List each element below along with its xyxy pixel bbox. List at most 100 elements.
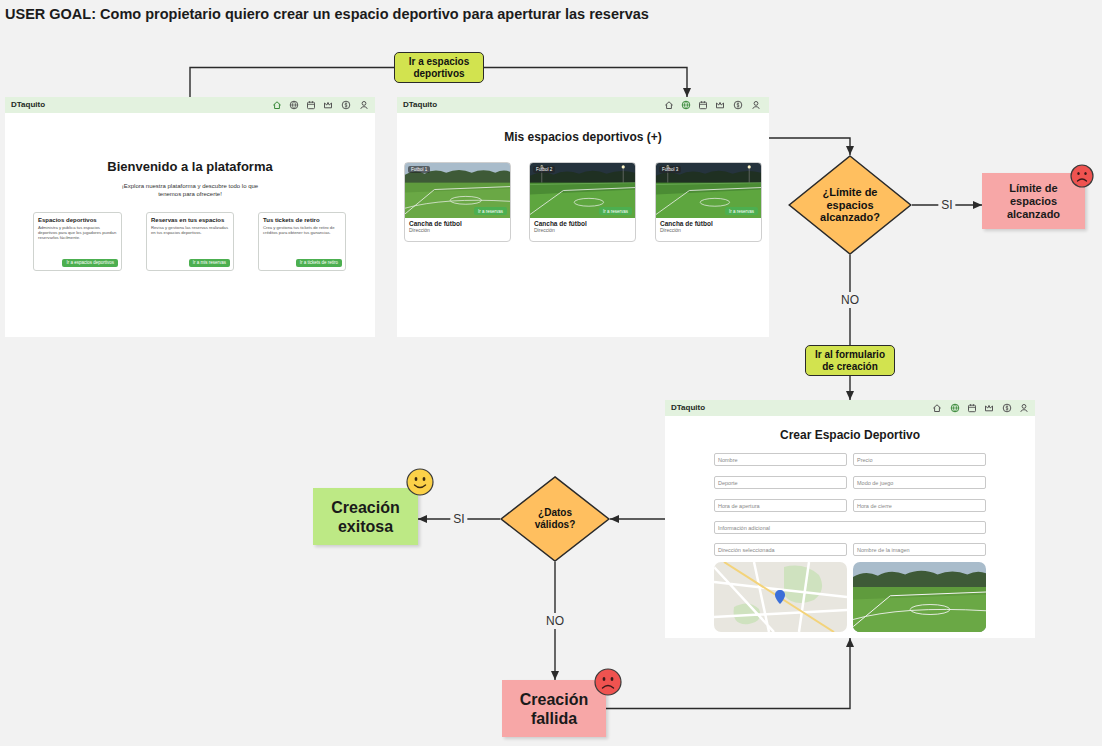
nav-icon (682, 101, 690, 109)
flow-arrow (610, 518, 665, 519)
nav-icon (951, 404, 959, 412)
flow-arrow (849, 376, 850, 400)
node-text: Crea y gestiona tus tickets de retiro de… (263, 225, 341, 235)
screen-body (5, 97, 375, 337)
happy-face (423, 477, 426, 481)
success-box: Creación exitosa (313, 488, 418, 545)
happy-face (415, 477, 418, 481)
info-card: Reservas en tus espaciosRevisa y gestion… (146, 212, 234, 271)
node-text: Cancha de fútbol (534, 220, 631, 227)
card-button: Ir a reservas (725, 207, 758, 215)
nav-icon (325, 102, 332, 107)
nav-icon (969, 404, 976, 412)
node-text: Cancha de fútbol (409, 220, 506, 227)
sad-face (1084, 172, 1086, 175)
sad-face (603, 677, 606, 681)
node-text: Ir a espacios deportivos (66, 260, 114, 265)
node-text: Dirección (409, 227, 506, 233)
sad-face (1070, 164, 1094, 188)
decision-diamond: ¿Límite de espacios alcanzado? (788, 155, 912, 255)
spaces-screen: DTaquitoMis espacios deportivos (+) Canch… (397, 97, 769, 337)
node-text: Tus tickets de retiro (263, 217, 341, 223)
node-text: Espacios deportivos (38, 217, 117, 223)
transition-label: Ir al formulario de creación (805, 345, 895, 376)
node-text: ¿Límite de espacios alcanzado? (812, 186, 889, 225)
flow-arrow (484, 68, 687, 98)
node-text: DTaquito (671, 403, 705, 412)
node-text: Hora de apertura (718, 503, 760, 509)
field-photo (853, 562, 986, 632)
node-text: Ir a reservas (478, 209, 503, 214)
edge-label: NO (838, 292, 862, 308)
form-field: Nombre (714, 453, 847, 466)
sad-face (1077, 172, 1079, 175)
nav-bar (397, 97, 769, 113)
flow-arrow (769, 138, 850, 155)
space-card: Cancha de fútbolDirecciónFutbol 1Ir a re… (404, 162, 511, 242)
card-button: Ir a reservas (599, 207, 632, 215)
diamond-outline (501, 477, 609, 561)
happy-face (415, 485, 426, 488)
node-text: Modo de juego (857, 480, 893, 486)
nav-icon (290, 101, 298, 109)
error-box: Límite de espacios alcanzado (982, 173, 1085, 229)
card-button: Ir a tickets de retiro (296, 259, 342, 267)
form-field: Modo de juego (853, 476, 986, 489)
node-text: Bienvenido a la plataforma (5, 159, 375, 174)
nav-icon (734, 101, 742, 109)
node-text: DTaquito (11, 100, 45, 109)
happy-face (407, 469, 433, 495)
node-text: Mis espacios deportivos (+) (397, 130, 769, 144)
nav-icon (986, 405, 993, 410)
node-text: Ir a reservas (729, 209, 754, 214)
info-card: Tus tickets de retiroCrea y gestiona tus… (258, 212, 346, 271)
nav-icon (717, 102, 724, 107)
decision-diamond: ¿Datos válidos? (500, 476, 610, 562)
form-field: Dirección seleccionada (714, 543, 847, 556)
field-photo (651, 163, 761, 218)
screen-body (665, 400, 1035, 638)
node-text: Dirección (534, 227, 631, 233)
node-text: Creación fallida (510, 690, 598, 728)
node-text: Dirección seleccionada (718, 547, 775, 553)
card-button: Ir a reservas (474, 207, 507, 215)
nav-icon (1003, 404, 1011, 412)
map-preview (714, 562, 847, 632)
screen-body (397, 97, 769, 337)
edge-label: NO (543, 613, 567, 629)
space-card: Cancha de fútbolDirecciónFutbol 3Ir a re… (655, 162, 762, 242)
info-card: Espacios deportivosAdministra y publica … (33, 212, 122, 271)
home-screen: DTaquitoBienvenido a la plataforma¡Explo… (5, 97, 375, 337)
flow-arrow (606, 638, 850, 709)
node-text: Nombre de la imagen (857, 547, 910, 553)
field-photo (853, 562, 986, 632)
diagram-title: USER GOAL: Como propietario quiero crear… (5, 6, 649, 22)
sad-face (1071, 165, 1093, 187)
form-field: Información adicional (714, 521, 986, 534)
edge-label: SI (450, 511, 467, 527)
form-field: Hora de apertura (714, 499, 847, 512)
happy-face (406, 468, 434, 496)
node-text: Reservas en tus espacios (151, 217, 229, 223)
field-photo (525, 163, 635, 218)
map-preview (714, 562, 847, 632)
sad-face (595, 669, 621, 695)
edge-label: SI (938, 197, 955, 213)
form-field: Precio (853, 453, 986, 466)
form-field: Deporte (714, 476, 847, 489)
sad-face (1078, 179, 1087, 181)
nav-icon (933, 405, 940, 412)
node-text: Cancha de fútbol (660, 220, 757, 227)
spaces-screen-frame (397, 97, 769, 337)
node-text: Ir a reservas (603, 209, 628, 214)
node-text: Creación exitosa (321, 498, 410, 536)
node-text: Ir al formulario de creación (809, 349, 891, 372)
node-text: Nombre (718, 457, 738, 463)
node-text: Futbol 2 (536, 167, 552, 172)
home-screen-frame (5, 97, 375, 337)
node-text: Hora de cierre (857, 503, 892, 509)
sad-face (603, 686, 614, 689)
node-text: DTaquito (403, 100, 437, 109)
space-card: Cancha de fútbolDirección Futbol 2 Ir a re… (529, 162, 636, 242)
